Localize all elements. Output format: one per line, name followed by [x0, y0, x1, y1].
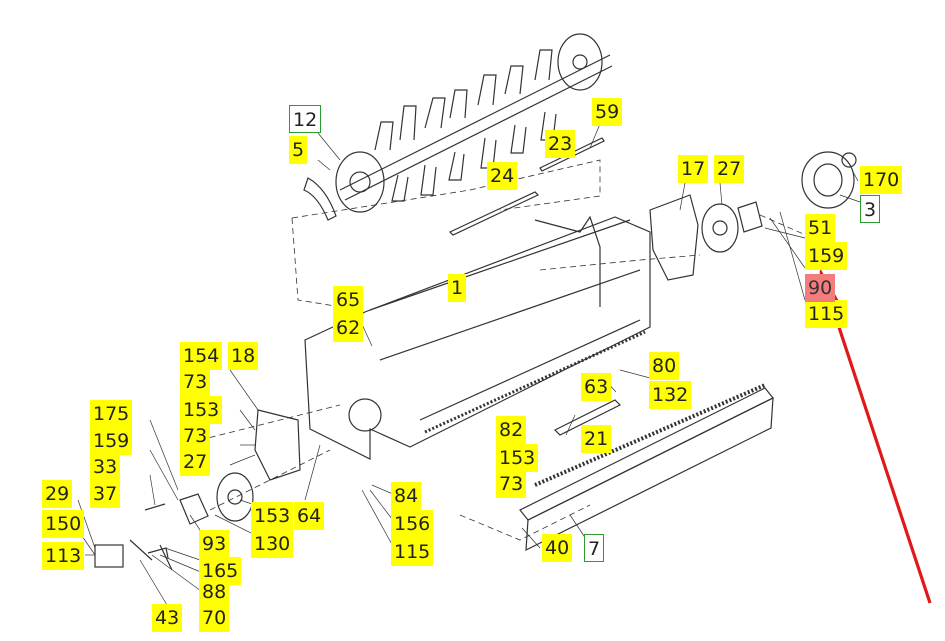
fastener-parts — [94, 399, 622, 571]
callout-37: 37 — [90, 480, 121, 508]
callout-73-mid: 73 — [496, 470, 527, 498]
comb-grate — [519, 383, 774, 552]
callout-17: 17 — [678, 155, 709, 183]
callout-84: 84 — [391, 482, 422, 510]
callout-51: 51 — [805, 214, 836, 242]
callout-1: 1 — [448, 274, 467, 302]
callout-23: 23 — [545, 130, 576, 158]
callout-73-upper: 73 — [180, 368, 211, 396]
assembly-guide-lines — [199, 159, 841, 541]
callout-159-upper: 159 — [805, 242, 848, 270]
callout-29: 29 — [42, 480, 73, 508]
callout-65: 65 — [333, 286, 364, 314]
callout-59: 59 — [592, 98, 623, 126]
callout-156: 156 — [391, 510, 434, 538]
main-frame — [304, 215, 651, 460]
callout-18: 18 — [228, 342, 259, 370]
callout-130: 130 — [251, 530, 294, 558]
callout-70: 70 — [199, 604, 230, 632]
strip-parts — [448, 137, 605, 236]
callout-33: 33 — [90, 453, 121, 481]
callout-132: 132 — [649, 381, 692, 409]
callout-150: 150 — [42, 510, 85, 538]
callout-82: 82 — [496, 416, 527, 444]
callout-5: 5 — [289, 136, 308, 164]
rotor-shaft-assembly — [303, 33, 613, 221]
callout-80: 80 — [649, 352, 680, 380]
callout-153-lower: 153 — [251, 502, 294, 530]
callout-175: 175 — [90, 400, 133, 428]
leader-lines — [77, 123, 861, 611]
callout-159-lower: 159 — [90, 427, 133, 455]
callout-27-upper: 27 — [714, 155, 745, 183]
callout-12: 12 — [289, 105, 322, 133]
callout-24: 24 — [487, 162, 518, 190]
callout-154: 154 — [180, 342, 223, 370]
callout-62: 62 — [333, 314, 364, 342]
callout-21: 21 — [581, 425, 612, 453]
callout-43: 43 — [152, 604, 183, 632]
callout-40: 40 — [542, 534, 573, 562]
callout-115-upper: 115 — [805, 300, 848, 328]
callout-73-second: 73 — [180, 422, 211, 450]
bearing-and-pulley — [179, 151, 857, 525]
callout-113: 113 — [42, 542, 85, 570]
callout-153-mid: 153 — [496, 444, 539, 472]
callout-63: 63 — [581, 373, 612, 401]
callout-115-lower: 115 — [391, 538, 434, 566]
callout-64: 64 — [294, 502, 325, 530]
callout-27-lower: 27 — [180, 448, 211, 476]
callout-3: 3 — [860, 195, 881, 223]
callout-170: 170 — [860, 166, 903, 194]
callout-93: 93 — [199, 530, 230, 558]
callout-153-upper: 153 — [180, 396, 223, 424]
callout-88: 88 — [199, 578, 230, 606]
callout-90-highlighted: 90 — [805, 274, 836, 302]
callout-7: 7 — [584, 534, 605, 562]
side-plates — [254, 194, 699, 481]
